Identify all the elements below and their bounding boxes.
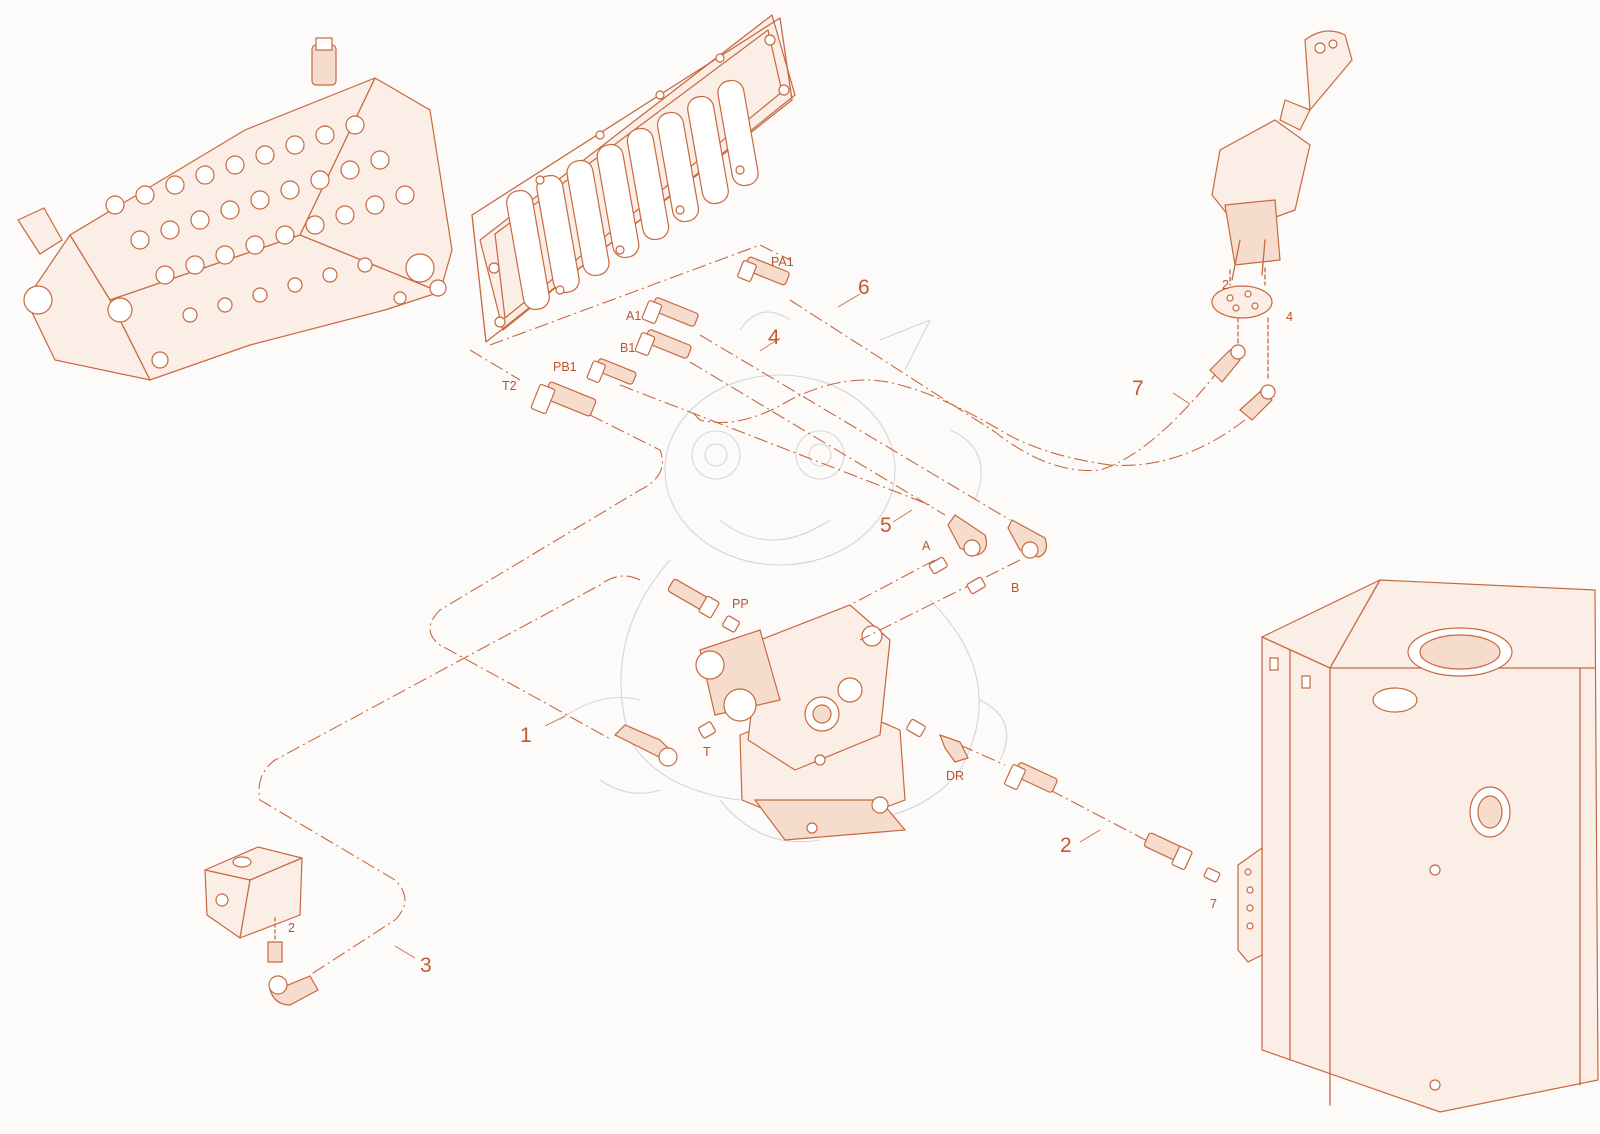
hydraulic-pump [695, 604, 907, 841]
hydraulic-tank [1237, 579, 1599, 1113]
fitting-hose5-elbow [1007, 519, 1048, 559]
port-label-a: A [922, 539, 931, 553]
port-label-a1: A1 [626, 309, 641, 323]
callout-3: 3 [420, 954, 432, 977]
fitting-a1 [641, 297, 699, 327]
fitting-dr [906, 718, 969, 763]
port-label-b: B [1011, 581, 1019, 595]
callout-2: 2 [1060, 834, 1072, 857]
callout-5: 5 [880, 514, 892, 537]
port-labels: PA1 A1 B1 PB1 T2 A B PP T DR 2 4 2 7 [288, 255, 1293, 935]
gasket-slots [506, 79, 759, 311]
control-valve-assembly [17, 37, 453, 381]
leader-lines [394, 293, 1191, 959]
gasket-bolt-holes [488, 34, 790, 328]
callout-7: 7 [1132, 377, 1144, 400]
port-label-pb1: PB1 [553, 360, 577, 374]
manifold-block [204, 846, 319, 1006]
fitting-t2 [530, 381, 597, 417]
fitting-hose2-pump-end [1004, 762, 1058, 793]
callouts: 6 4 5 7 1 2 3 [420, 276, 1144, 977]
fitting-pp-hose [667, 578, 720, 619]
callout-4: 4 [768, 326, 780, 349]
hose-fittings [530, 256, 1221, 883]
fitting-t-port [698, 721, 716, 739]
fitting-tank-port [1203, 867, 1221, 883]
fitting-pp-port [722, 615, 740, 633]
fitting-port-b [966, 576, 986, 595]
block-label-2: 2 [288, 921, 295, 935]
port-label-t2: T2 [502, 379, 517, 393]
fitting-b1 [634, 329, 692, 359]
port-label-b1: B1 [620, 341, 635, 355]
gasket-plate [471, 13, 796, 343]
valve-sections [105, 115, 415, 323]
fitting-hose1-elbow [613, 724, 678, 767]
hose-routes [258, 244, 1246, 976]
fitting-hose4-elbow [947, 514, 988, 557]
joystick-label-4: 4 [1286, 310, 1293, 324]
port-label-pa1: PA1 [771, 255, 794, 269]
fitting-port-a [928, 556, 948, 575]
port-label-dr: DR [946, 769, 964, 783]
callout-6: 6 [858, 276, 870, 299]
fitting-pa1 [737, 256, 790, 286]
joystick-assembly [1209, 30, 1353, 421]
fitting-hose2-tank-end [1143, 832, 1193, 870]
port-label-t: T [703, 745, 711, 759]
tank-label-7: 7 [1210, 897, 1217, 911]
tank-breather-cap [1372, 687, 1418, 713]
fitting-pb1 [586, 358, 637, 385]
port-label-pp: PP [732, 597, 749, 611]
joystick-flange [1211, 285, 1273, 319]
callout-1: 1 [520, 724, 532, 747]
joystick-label-2: 2 [1222, 278, 1229, 292]
